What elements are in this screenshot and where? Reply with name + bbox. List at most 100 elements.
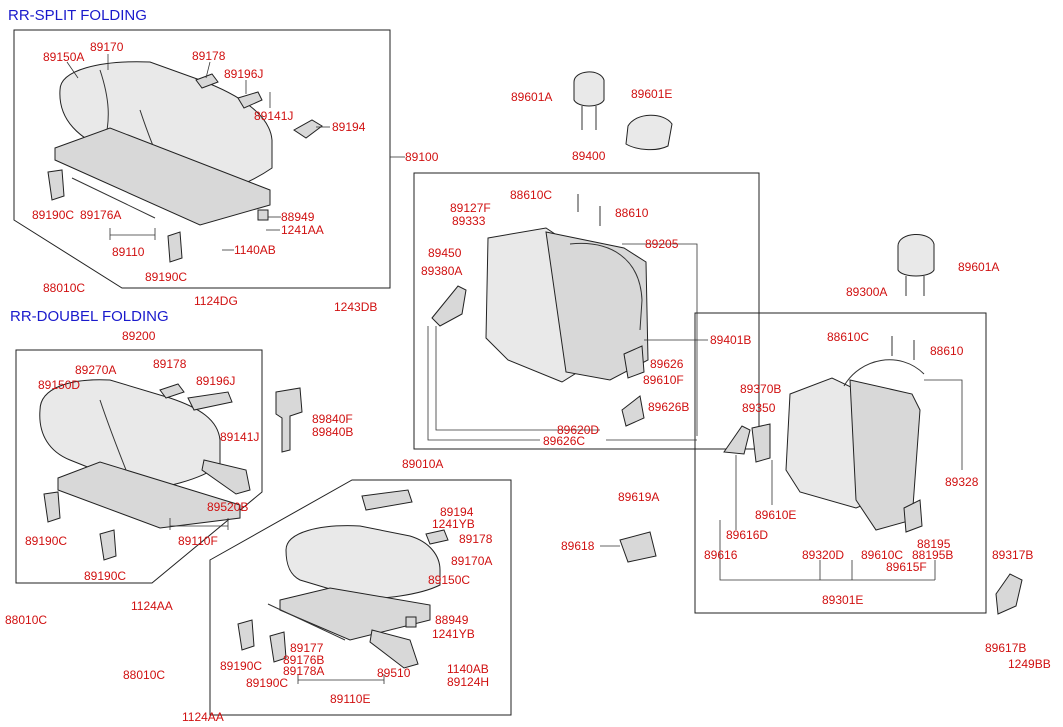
label-89617b: 89617B: [985, 641, 1026, 655]
leader-89178-a: [205, 61, 211, 79]
label-89190c-e: 89190C: [220, 659, 262, 673]
label-89127f: 89127F: [450, 201, 491, 215]
label-89190c-f: 89190C: [246, 676, 288, 690]
frame-split: [54, 127, 271, 226]
frame-center-back: [413, 172, 760, 450]
label-89619a: 89619A: [618, 490, 659, 504]
bracket-89196j-b: [187, 391, 233, 411]
seatback-frame-center: [545, 231, 649, 381]
bracket-89616: [751, 423, 771, 463]
label-89178-a: 89178: [192, 49, 226, 63]
leg-89190c-b: [167, 231, 183, 263]
rod-89176a: [71, 177, 156, 219]
label-89840b: 89840B: [312, 425, 353, 439]
label-89190c-a: 89190C: [32, 208, 74, 222]
label-89626b: 89626B: [648, 400, 689, 414]
leader-89205: [622, 243, 698, 436]
label-1243db: 1243DB: [334, 300, 377, 314]
label-89510: 89510: [377, 666, 411, 680]
leg-89190c-d: [99, 529, 117, 561]
label-89328: 89328: [945, 475, 979, 489]
label-89620d: 89620D: [557, 423, 599, 437]
leader-89620d: [435, 326, 600, 431]
label-1140ab-b: 1140AB: [447, 662, 489, 676]
leader-89328: [924, 379, 963, 470]
label-89190c-d: 89190C: [84, 569, 126, 583]
label-89380a: 89380A: [421, 264, 462, 278]
label-89010a: 89010A: [402, 457, 443, 471]
label-89110e: 89110E: [330, 692, 370, 706]
label-1124aa-a: 1124AA: [131, 599, 173, 613]
cable-89205: [569, 242, 643, 331]
label-1241aa: 1241AA: [281, 223, 324, 237]
label-88010c-c: 88010C: [123, 668, 165, 682]
label-88610-a: 88610: [615, 206, 649, 220]
parts-right-back: [619, 234, 1023, 615]
pad-89178-c: [425, 529, 449, 545]
bracket-89317b: [995, 573, 1023, 615]
belt-89840: [275, 387, 303, 453]
label-89626c: 89626C: [543, 434, 585, 448]
label-89626: 89626: [650, 357, 684, 371]
label-89178a: 89178A: [283, 664, 324, 678]
label-88195b: 88195B: [912, 548, 953, 562]
leader-89110e: [297, 674, 385, 684]
label-1124aa-b: 1124AA: [182, 710, 224, 724]
frame-bottom-cushion: [209, 479, 512, 716]
label-89196j-a: 89196J: [224, 67, 263, 81]
label-89196j-b: 89196J: [196, 374, 235, 388]
frame-split-folding: [13, 29, 391, 289]
leader-89110f: [169, 518, 229, 530]
label-89320d: 89320D: [802, 548, 844, 562]
frame-double-folding: [15, 349, 263, 584]
bushing-88949-b: [405, 616, 417, 628]
label-89110: 89110: [112, 245, 145, 259]
label-89178-b: 89178: [153, 357, 187, 371]
bracket-89380a: [431, 285, 467, 327]
hinge-89510: [369, 629, 419, 669]
bushing-88949-a: [257, 209, 269, 221]
label-89190c-b: 89190C: [145, 270, 187, 284]
label-88610c-a: 88610C: [510, 188, 552, 202]
leader-89301e: [719, 520, 936, 581]
label-89616d: 89616D: [726, 528, 768, 542]
label-89616: 89616: [704, 548, 738, 562]
label-88949-b: 88949: [435, 613, 469, 627]
leg-89190c-e: [237, 619, 255, 651]
label-89178-c: 89178: [459, 532, 493, 546]
label-89141j-b: 89141J: [220, 430, 259, 444]
label-89205: 89205: [645, 237, 679, 251]
title-rr-split-folding: RR-SPLIT FOLDING: [8, 7, 147, 24]
cover-89626: [623, 345, 645, 379]
label-89601a-b: 89601A: [958, 260, 999, 274]
headrest-89601e: [625, 114, 673, 151]
part-labels: 89150A 89170 89178 89196J 89141J 89194 8…: [5, 40, 1051, 724]
parts-center-back: [431, 71, 673, 427]
leader-lines: [66, 54, 963, 684]
cover-89194-a: [293, 119, 323, 139]
label-89520b: 89520B: [207, 500, 248, 514]
label-89150c: 89150C: [428, 573, 470, 587]
bracket-89196j-a: [237, 91, 263, 109]
parts-bottom: [237, 489, 449, 669]
label-89301e: 89301E: [822, 593, 863, 607]
leg-89190c-f: [269, 631, 287, 663]
leg-89190c-a: [47, 169, 65, 201]
label-89618: 89618: [561, 539, 595, 553]
label-89400: 89400: [572, 149, 606, 163]
label-89170: 89170: [90, 40, 124, 54]
leg-89190c-c: [43, 491, 61, 523]
label-89350: 89350: [742, 401, 776, 415]
label-89615f: 89615F: [886, 560, 927, 574]
pad-89178-b: [159, 383, 185, 399]
cable-89328: [843, 359, 925, 387]
label-88610c-b: 88610C: [827, 330, 869, 344]
label-89150a: 89150A: [43, 50, 84, 64]
label-89200: 89200: [122, 329, 156, 343]
label-1249bb: 1249BB: [1008, 657, 1051, 671]
frame-bottom: [279, 587, 431, 641]
label-1140ab-a: 1140AB: [234, 243, 276, 257]
label-89300a: 89300A: [846, 285, 887, 299]
